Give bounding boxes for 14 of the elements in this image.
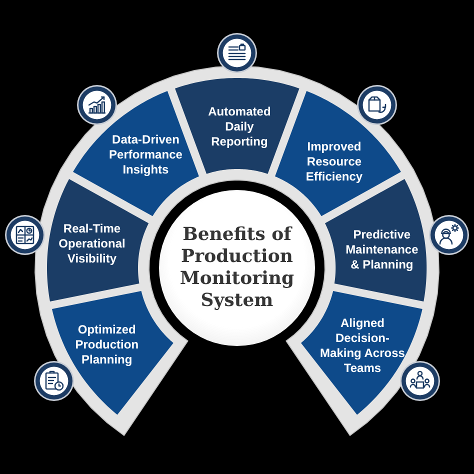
ring-segment [72, 91, 199, 216]
segment-label: Improved Resource Efficiency [305, 139, 364, 184]
ring-segment [47, 179, 149, 302]
segment-label: Data-Driven Performance Insights [108, 132, 184, 178]
segment-label: Predictive Maintenance & Planning [344, 228, 419, 273]
ring-segment [275, 91, 402, 216]
ring-segment [52, 291, 173, 416]
segment-label: Automated Daily Reporting [207, 104, 272, 150]
segment-label: Aligned Decision-Making Across Teams [320, 316, 406, 376]
ring-segment [301, 291, 422, 416]
center-text: Benefits of Production Monitoring System [179, 224, 295, 312]
segment-label: Real-Time Operational Visibility [58, 221, 126, 266]
center-circle [159, 190, 315, 346]
segment-label: Optimized Production Planning [74, 322, 140, 368]
